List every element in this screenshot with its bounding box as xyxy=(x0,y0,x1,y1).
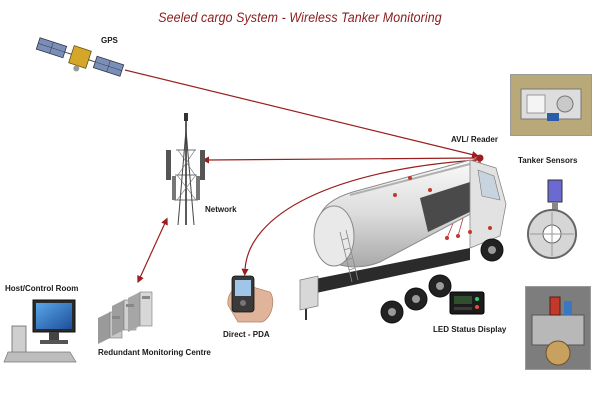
computer-monitor-icon xyxy=(3,299,77,363)
label-network: Network xyxy=(205,205,237,214)
satellite-icon xyxy=(35,37,125,77)
sensor-photo-bottom xyxy=(525,286,591,370)
diagram-title: Seeled cargo System - Wireless Tanker Mo… xyxy=(158,10,442,25)
network-to-monitoring-link xyxy=(137,217,168,284)
sensor-photo-top xyxy=(510,74,592,136)
pipe-sensor-icon xyxy=(526,287,590,369)
valve-sensor-icon xyxy=(527,179,577,259)
network-to-reader-link xyxy=(202,156,479,164)
cell-tower-icon xyxy=(166,113,205,226)
sensor-device-icon xyxy=(511,75,591,135)
tanker-truck-icon xyxy=(299,159,507,324)
gps-to-reader-link xyxy=(124,69,480,159)
label-led-status-display: LED Status Display xyxy=(433,325,507,334)
label-direct-pda: Direct - PDA xyxy=(223,330,270,339)
label-tanker-sensors: Tanker Sensors xyxy=(518,156,578,165)
led-display-icon xyxy=(449,291,485,315)
sensor-photo-middle xyxy=(518,176,582,264)
label-avl-reader: AVL/ Reader xyxy=(451,135,498,144)
label-redundant-monitoring-centre: Redundant Monitoring Centre xyxy=(98,348,211,357)
label-gps: GPS xyxy=(101,36,118,45)
pda-to-reader-link xyxy=(241,159,479,276)
server-rack-icon xyxy=(98,291,153,344)
handheld-pda-icon xyxy=(227,275,274,323)
avl-reader-icon xyxy=(476,154,484,162)
label-host-control-room: Host/Control Room xyxy=(5,284,79,293)
